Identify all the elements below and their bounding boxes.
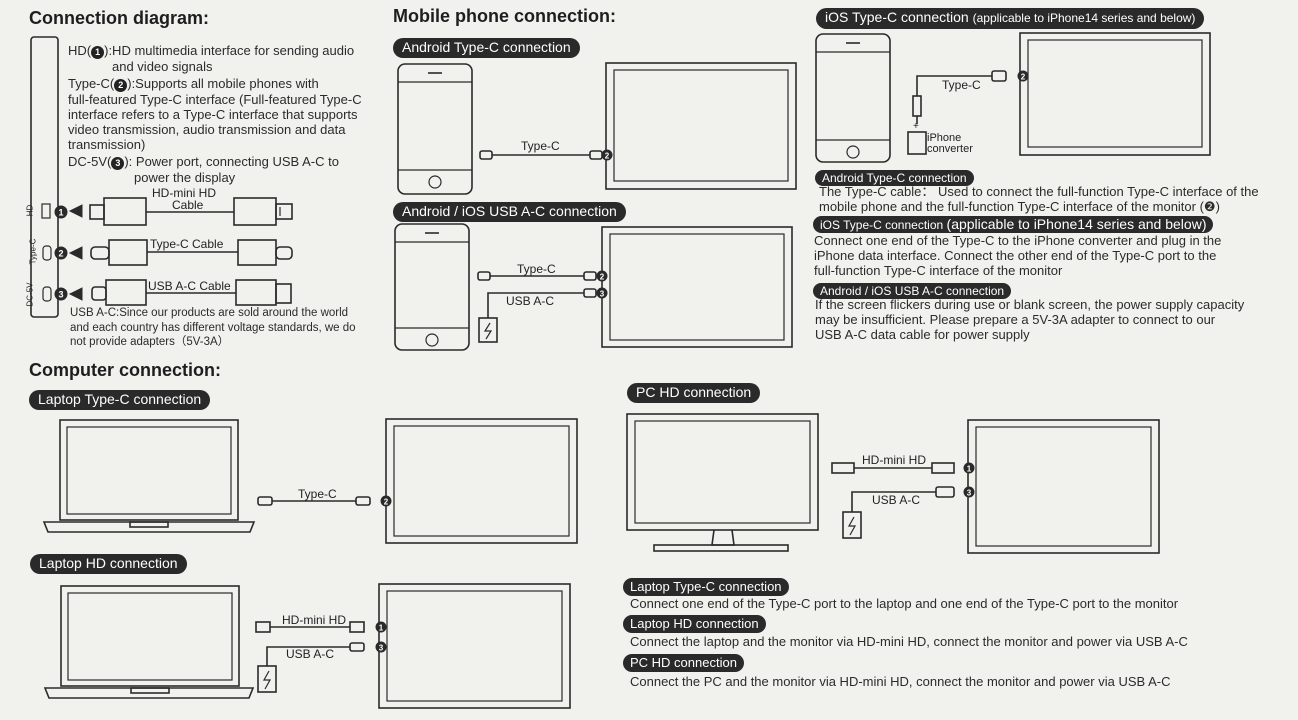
arrow-typec	[68, 246, 83, 260]
monitor-usbac	[601, 226, 793, 348]
typec-cable-android: 2	[479, 149, 613, 161]
note-pill-android-typec: Android Type-C connection	[815, 170, 974, 186]
port-number-3-text: 3	[58, 290, 63, 300]
note-text-android-typec: The Type-C cable： Used to connect the fu…	[819, 184, 1259, 214]
port-number-2-text: 2	[58, 249, 63, 259]
typec-cable-laptop: 2	[257, 495, 392, 507]
label-typec-ios: Type-C	[942, 78, 981, 92]
monitor-ios-typec	[1019, 32, 1211, 156]
laptop-hd	[43, 585, 255, 699]
pill-android-typec: Android Type-C connection	[393, 38, 580, 58]
label-usbac-mobile: USB A-C	[506, 294, 555, 308]
hd-mini-cable-label: HD-mini HD	[152, 186, 216, 200]
note-pill-usbac: Android / iOS USB A-C connection	[813, 283, 1012, 299]
arrow-usbac	[68, 287, 83, 301]
cables-usbac-mobile: 2 3	[477, 270, 608, 343]
hd-port-icon	[41, 203, 51, 219]
pill-ios-typec: iOS Type-C connection (applicable to iPh…	[816, 8, 1205, 29]
port-number-3	[54, 287, 68, 301]
usbac-cable	[91, 279, 292, 306]
label-plus: +	[913, 121, 919, 132]
note-pill-laptop-hd: Laptop HD connection	[623, 615, 766, 633]
typec-port-icon	[42, 245, 52, 261]
port-number-1	[54, 205, 68, 219]
monitor-laptop-typec	[385, 418, 578, 544]
label-iphone-converter: iPhone converter	[927, 132, 973, 155]
label-typec-laptop: Type-C	[298, 487, 337, 501]
typec-cable-label: Type-C Cable	[150, 237, 224, 251]
note-text-usbac: If the screen flickers during use or bla…	[815, 297, 1245, 342]
label-usbac-laptop: USB A-C	[286, 647, 335, 661]
usb-adapter-note: USB A-C:Since our products are sold arou…	[70, 307, 356, 348]
monitor-side-edge	[30, 36, 59, 318]
pc-monitor	[626, 413, 819, 552]
pill-pc-hd: PC HD connection	[627, 383, 761, 403]
note-text-pc-hd: Connect the PC and the monitor via HD-mi…	[630, 674, 1171, 689]
svg-text:2: 2	[600, 273, 605, 282]
label-typec-usbac: Type-C	[517, 262, 556, 276]
svg-text:1: 1	[967, 465, 972, 474]
hd-cable-label: Cable	[172, 198, 204, 212]
computer-heading: Computer connection:	[29, 360, 221, 380]
note-pill-laptop-typec: Laptop Type-C connection	[623, 578, 789, 596]
svg-text:1: 1	[379, 624, 384, 633]
monitor-laptop-hd	[378, 583, 571, 709]
cables-ios-typec: 2	[907, 70, 1029, 155]
usbac-cable-label: USB A-C Cable	[148, 279, 231, 293]
monitor-pc-hd	[967, 419, 1160, 554]
label-hdmini-laptop: HD-mini HD	[282, 613, 346, 627]
mobile-phone-heading: Mobile phone connection:	[393, 6, 616, 26]
phone-usbac	[394, 223, 470, 351]
label-usbac-pc: USB A-C	[872, 493, 921, 507]
label-typec-android: Type-C	[521, 139, 560, 153]
pill-android-ios-usb: Android / iOS USB A-C connection	[393, 202, 626, 222]
cables-laptop-hd: 1 3	[255, 621, 387, 693]
svg-text:2: 2	[605, 152, 610, 161]
dc-port-icon	[42, 286, 52, 302]
pill-laptop-hd: Laptop HD connection	[30, 554, 187, 574]
cables-pc-hd: 1 3	[831, 462, 975, 539]
svg-text:2: 2	[1021, 73, 1026, 82]
laptop-typec	[42, 419, 256, 533]
port-number-2	[54, 246, 68, 260]
svg-text:2: 2	[384, 498, 389, 507]
pill-laptop-typec: Laptop Type-C connection	[29, 390, 211, 410]
arrow-hd	[68, 204, 83, 218]
svg-text:3: 3	[967, 489, 972, 498]
phone-android-typec	[397, 63, 473, 195]
monitor-android-typec	[605, 62, 797, 190]
note-text-laptop-hd: Connect the laptop and the monitor via H…	[630, 634, 1188, 649]
port-number-1-text: 1	[58, 208, 63, 218]
connection-diagram-heading: Connection diagram:	[29, 8, 210, 28]
note-text-laptop-typec: Connect one end of the Type-C port to th…	[630, 596, 1179, 611]
note-text-ios-typec: Connect one end of the Type-C to the iPh…	[814, 233, 1222, 278]
label-hdmini-pc: HD-mini HD	[862, 453, 926, 467]
phone-ios-typec	[815, 33, 891, 163]
port-descriptions: HD(1):HD multimedia interface for sendin…	[68, 43, 362, 185]
note-pill-ios-typec: iOS Type-C connection (applicable to iPh…	[813, 216, 1214, 233]
svg-text:3: 3	[600, 290, 605, 299]
hd-mini-cable	[89, 197, 293, 226]
svg-text:3: 3	[379, 644, 384, 653]
note-pill-pc-hd: PC HD connection	[623, 654, 744, 672]
typec-cable	[90, 239, 293, 266]
